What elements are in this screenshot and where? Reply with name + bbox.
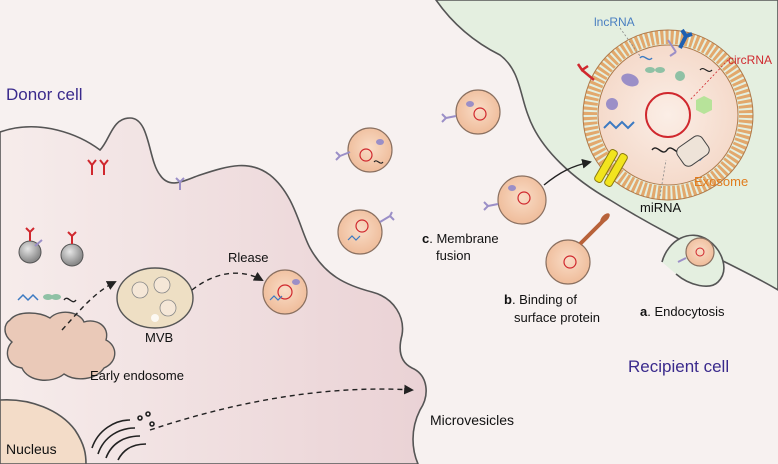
donor-cell-membrane: [0, 117, 427, 464]
early-endosome: [4, 311, 116, 381]
lncrna-label: lncRNA: [594, 15, 635, 29]
donor-cell-label: Donor cell: [6, 85, 83, 104]
cargo-molecules: [17, 293, 77, 303]
exosome-small-6: [545, 213, 610, 285]
circrna-pointer: [689, 59, 729, 101]
endocytosis-text: . Endocytosis: [647, 304, 725, 319]
mvb-intraluminal-vesicles: [131, 276, 177, 322]
nucleus: [0, 399, 87, 464]
exosome-small-2: [335, 127, 393, 173]
membrane-fusion-label-2: fusion: [436, 248, 471, 263]
membrane-fusion-letter: c: [422, 231, 429, 246]
lncrna-strand: [639, 55, 653, 61]
endocytosis-label: a. Endocytosis: [640, 304, 725, 319]
donor-surface-receptors: [87, 159, 185, 190]
receptor-vesicles: [18, 227, 84, 267]
exosome-large: [576, 28, 754, 201]
recipient-cell-label: Recipient cell: [628, 357, 729, 376]
microvesicles-label: Microvesicles: [430, 412, 514, 428]
mvb-label: MVB: [145, 330, 173, 345]
exosome-label: Exosome: [694, 174, 748, 189]
mirna-label: miRNA: [640, 200, 681, 215]
release-label: Rlease: [228, 250, 268, 265]
binding-letter: b: [504, 292, 512, 307]
arrow-microvesicles: [149, 384, 414, 431]
binding-label: b. Binding of: [504, 292, 577, 307]
exosome-small-4: [441, 89, 501, 135]
binding-line1: . Binding of: [512, 292, 577, 307]
circrna-label: circRNA: [728, 53, 772, 67]
membrane-fusion-line1: . Membrane: [429, 231, 498, 246]
exosome-small-3: [337, 209, 395, 255]
arrow-endosome-to-mvb: [61, 281, 117, 331]
golgi-apparatus: [91, 411, 155, 461]
exosome-small-5: [483, 175, 547, 225]
lncrna-pointer: [619, 27, 641, 57]
early-endosome-label: Early endosome: [90, 368, 184, 383]
nucleus-label: Nucleus: [6, 441, 57, 457]
arrow-release: [191, 271, 264, 291]
exosome-small-1: [262, 269, 308, 315]
endocytosis-letter: a: [640, 304, 648, 319]
circrna-ring: [645, 92, 691, 138]
binding-label-2: surface protein: [514, 310, 600, 325]
membrane-fusion-label: c. Membrane: [422, 231, 499, 246]
exosome-small-7: [677, 237, 715, 267]
arrow-fusion: [543, 158, 592, 186]
